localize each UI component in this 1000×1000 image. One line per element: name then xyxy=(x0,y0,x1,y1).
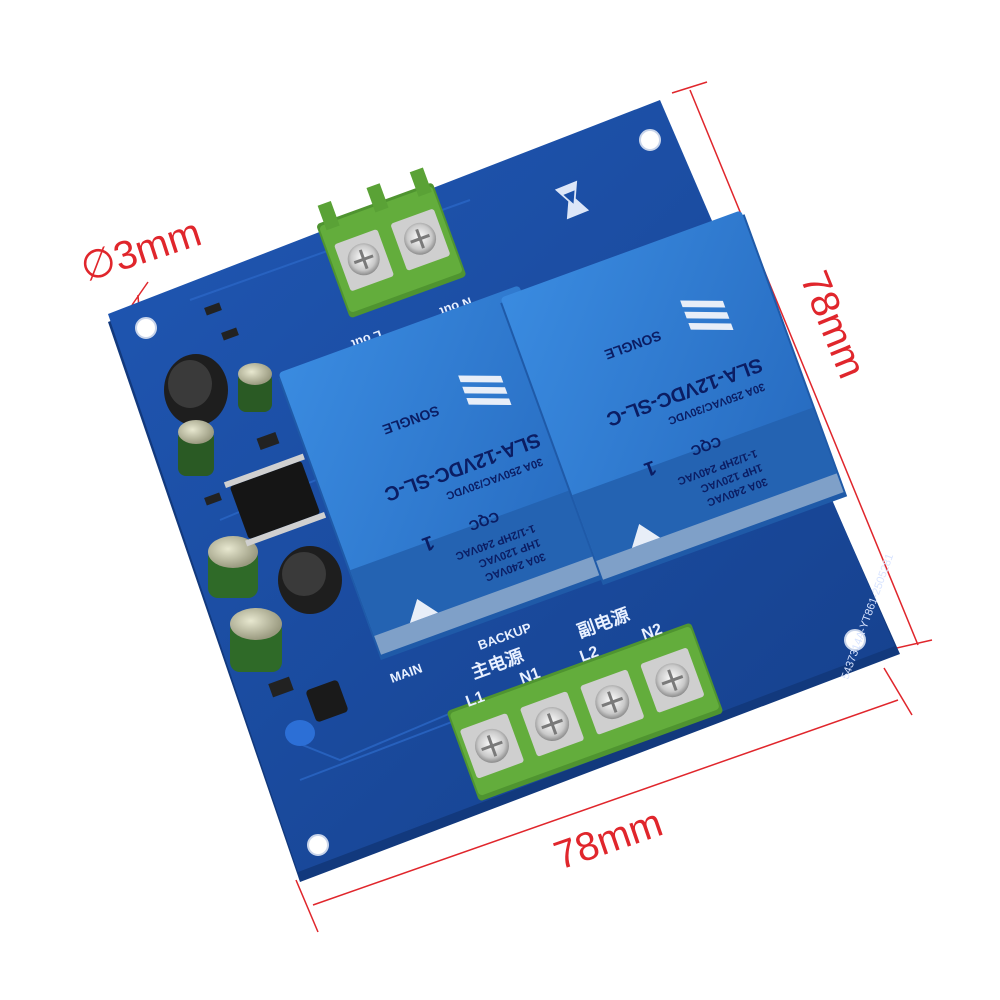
hole-diameter-label: ∅3mm xyxy=(75,210,206,290)
mounting-hole xyxy=(639,129,661,151)
terminal-label-n2: N2 xyxy=(640,621,665,644)
width-label: 78mm xyxy=(549,801,668,879)
electrolytic-capacitor xyxy=(230,608,282,672)
input-terminal-block xyxy=(447,623,723,801)
smd-components xyxy=(204,302,294,698)
dimension-lines xyxy=(131,81,933,933)
transistor xyxy=(306,680,348,722)
blue-ceramic-capacitor xyxy=(285,720,315,746)
electrolytic-capacitor xyxy=(178,420,214,476)
relay-2: 30A 240VAC 1HP 120VAC 1-1/2HP 240VAC CQC… xyxy=(500,211,848,586)
mounting-hole xyxy=(307,834,329,856)
terminal-label-l2: L2 xyxy=(578,643,601,665)
mounting-hole xyxy=(135,317,157,339)
ic-chip xyxy=(223,453,327,547)
inductor xyxy=(278,546,342,614)
inductor xyxy=(164,354,228,426)
terminal-label-l1: L1 xyxy=(464,688,487,710)
mounting-hole xyxy=(844,629,866,651)
board-logo xyxy=(554,180,590,220)
electrolytic-capacitor xyxy=(238,363,272,412)
terminal-label-n1: N1 xyxy=(518,665,543,688)
output-terminal-block xyxy=(317,167,466,318)
electrolytic-capacitor xyxy=(208,536,258,598)
